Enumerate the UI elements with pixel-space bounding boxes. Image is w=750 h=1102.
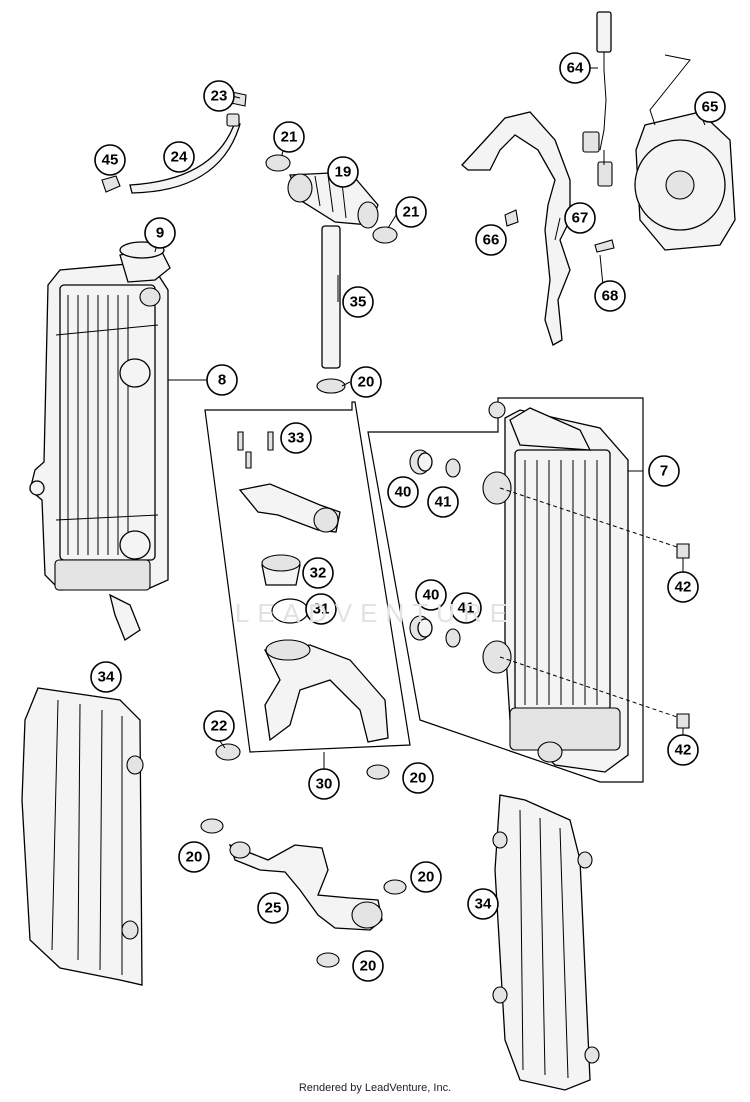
mounting-hardware — [409, 449, 690, 729]
svg-text:65: 65 — [702, 99, 719, 116]
svg-text:41: 41 — [435, 494, 452, 511]
fan-assembly — [461, 11, 736, 346]
left-radiator-shroud — [21, 687, 144, 986]
callout-25: 25 — [257, 892, 289, 924]
callout-40-lower: 40 — [415, 579, 447, 611]
right-radiator-shroud — [492, 794, 600, 1091]
svg-text:45: 45 — [102, 152, 119, 169]
svg-text:31: 31 — [313, 601, 330, 618]
svg-text:42: 42 — [675, 742, 692, 759]
breather-hose — [101, 91, 247, 194]
svg-text:40: 40 — [395, 484, 412, 501]
callout-20-upper: 20 — [350, 366, 382, 398]
svg-text:68: 68 — [602, 288, 619, 305]
callout-68: 68 — [594, 280, 626, 312]
callout-45: 45 — [94, 144, 126, 176]
svg-text:24: 24 — [171, 149, 188, 166]
svg-text:8: 8 — [218, 372, 226, 389]
lower-hose — [200, 743, 407, 968]
svg-text:9: 9 — [156, 225, 164, 242]
callout-20-right: 20 — [410, 861, 442, 893]
svg-text:64: 64 — [567, 60, 584, 77]
left-radiator — [29, 241, 171, 641]
svg-text:20: 20 — [360, 958, 377, 975]
svg-text:34: 34 — [475, 896, 492, 913]
callout-35: 35 — [342, 286, 374, 318]
svg-text:21: 21 — [281, 129, 298, 146]
svg-text:35: 35 — [350, 294, 367, 311]
callout-31: 31 — [305, 593, 337, 625]
callout-20-bottom: 20 — [352, 950, 384, 982]
right-radiator — [482, 401, 629, 773]
svg-text:20: 20 — [186, 849, 203, 866]
svg-text:23: 23 — [211, 88, 228, 105]
svg-text:19: 19 — [335, 164, 352, 181]
svg-text:21: 21 — [403, 204, 420, 221]
callout-23: 23 — [203, 80, 235, 112]
svg-text:42: 42 — [675, 579, 692, 596]
callout-7: 7 — [648, 455, 680, 487]
callout-65: 65 — [694, 91, 726, 123]
svg-text:20: 20 — [358, 374, 375, 391]
callout-66: 66 — [475, 224, 507, 256]
callout-42-lower: 42 — [667, 734, 699, 766]
callout-42-upper: 42 — [667, 571, 699, 603]
callout-30: 30 — [308, 768, 340, 800]
svg-text:67: 67 — [572, 210, 589, 227]
svg-text:20: 20 — [410, 770, 427, 787]
callout-34-right: 34 — [467, 888, 499, 920]
callout-41-lower: 41 — [450, 592, 482, 624]
callout-19: 19 — [327, 156, 359, 188]
svg-text:40: 40 — [423, 587, 440, 604]
callout-8: 8 — [206, 364, 238, 396]
svg-text:20: 20 — [418, 869, 435, 886]
svg-text:33: 33 — [288, 430, 305, 447]
svg-text:32: 32 — [310, 565, 327, 582]
callout-20-mid: 20 — [402, 762, 434, 794]
callout-34-left: 34 — [90, 661, 122, 693]
watermark: LEADVENTURE — [234, 598, 516, 628]
callout-21-top: 21 — [273, 121, 305, 153]
callout-22: 22 — [203, 710, 235, 742]
svg-text:41: 41 — [458, 600, 475, 617]
callout-32: 32 — [302, 557, 334, 589]
callout-9: 9 — [144, 217, 176, 249]
svg-text:30: 30 — [316, 776, 333, 793]
right-radiator-frame — [367, 397, 644, 783]
svg-text:22: 22 — [211, 718, 228, 735]
svg-text:7: 7 — [660, 463, 668, 480]
callout-21-right: 21 — [395, 196, 427, 228]
svg-text:25: 25 — [265, 900, 282, 917]
thermostat-parts — [237, 431, 389, 743]
callout-67: 67 — [564, 202, 596, 234]
coolant-junction — [265, 154, 398, 394]
svg-text:34: 34 — [98, 669, 115, 686]
callout-20-left: 20 — [178, 841, 210, 873]
thermostat-group-frame — [204, 401, 411, 753]
callout-24: 24 — [163, 141, 195, 173]
svg-text:66: 66 — [483, 232, 500, 249]
callout-40-upper: 40 — [387, 476, 419, 508]
callout-64: 64 — [559, 52, 591, 84]
callout-33: 33 — [280, 422, 312, 454]
footer-credit: Rendered by LeadVenture, Inc. — [298, 1082, 452, 1094]
callout-41-upper: 41 — [427, 486, 459, 518]
